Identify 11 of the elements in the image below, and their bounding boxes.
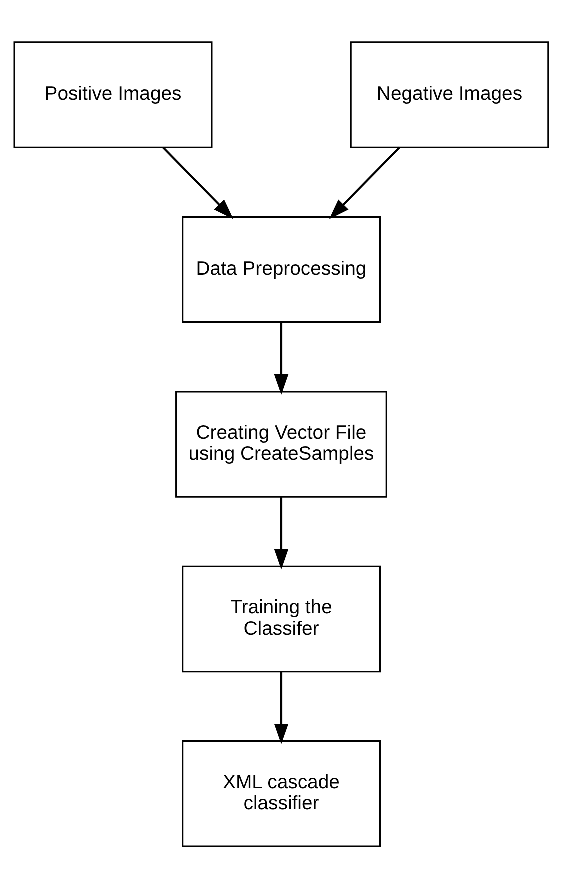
arrow	[329, 146, 400, 220]
arrow	[274, 322, 289, 395]
arrow	[274, 672, 289, 744]
node-box: XML cascade classifier	[182, 740, 381, 848]
node-box: Positive Images	[14, 42, 213, 148]
node-box: Data Preprocessing	[182, 216, 381, 324]
arrow	[274, 497, 289, 570]
node-box: Training the Classifer	[182, 566, 381, 673]
node-box: Negative Images	[350, 42, 550, 148]
arrow	[162, 146, 234, 220]
node-box: Creating Vector File using CreateSamples	[176, 391, 388, 498]
